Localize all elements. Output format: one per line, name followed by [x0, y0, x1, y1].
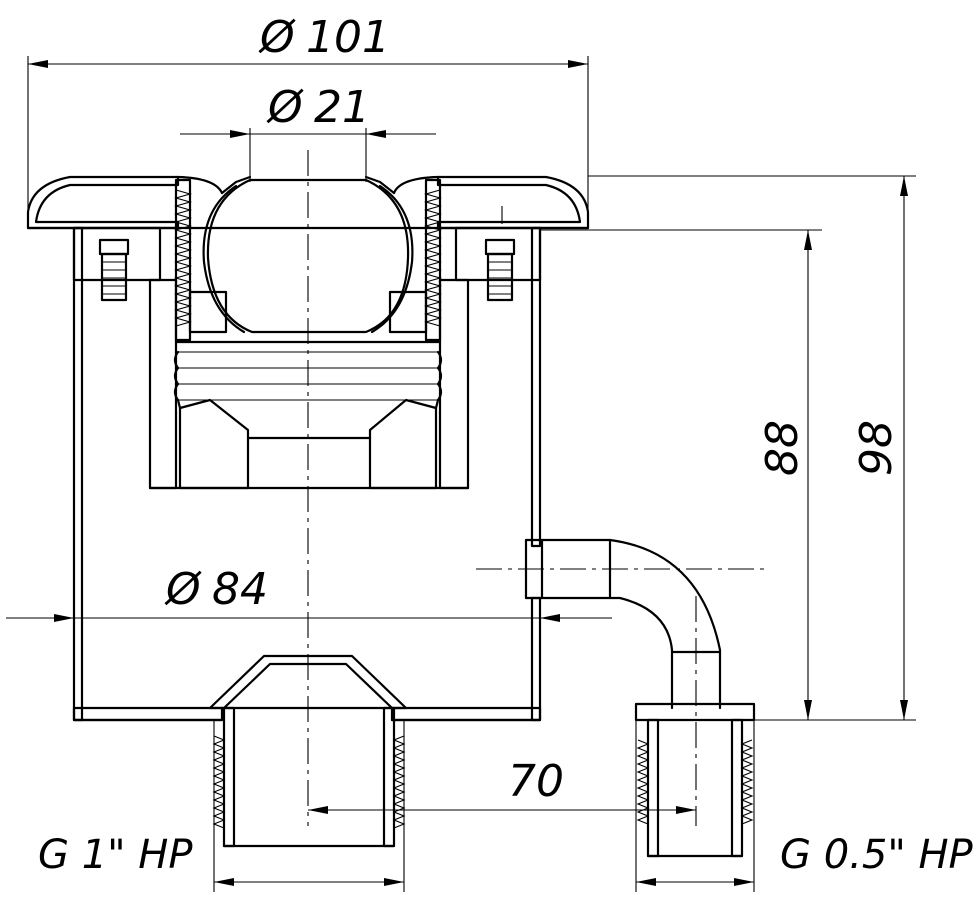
label-outer-diameter: 101 [306, 12, 390, 63]
side-elbow [524, 538, 722, 710]
center-lines [307, 150, 768, 826]
label-nozzle-diameter: 21 [314, 82, 370, 133]
ball-nozzle [202, 178, 414, 334]
side-outlet [634, 702, 756, 892]
label-thread-side: G 0.5" HP [780, 832, 974, 878]
dim-outer-diameter [27, 56, 589, 212]
label-thread-main: G 1" HP [38, 832, 193, 878]
threaded-sleeve [173, 178, 443, 342]
label-body-diameter: 84 [212, 564, 268, 615]
label-body-height: 88 [757, 420, 808, 476]
label-total-height: 98 [851, 420, 902, 476]
dim-height-98 [588, 175, 916, 721]
diameter-symbol-101: Ø [258, 12, 296, 63]
diameter-symbol-84: Ø [164, 564, 202, 615]
mounting-screw-right [454, 226, 542, 302]
dim-height-88 [540, 229, 822, 721]
body-housing [72, 226, 542, 722]
dim-nozzle-diameter [180, 128, 436, 182]
seal-ring-lower [178, 398, 438, 490]
mounting-screw-left [72, 226, 162, 302]
diameter-symbol-21: Ø [266, 82, 304, 133]
label-center-distance: 70 [508, 756, 564, 807]
